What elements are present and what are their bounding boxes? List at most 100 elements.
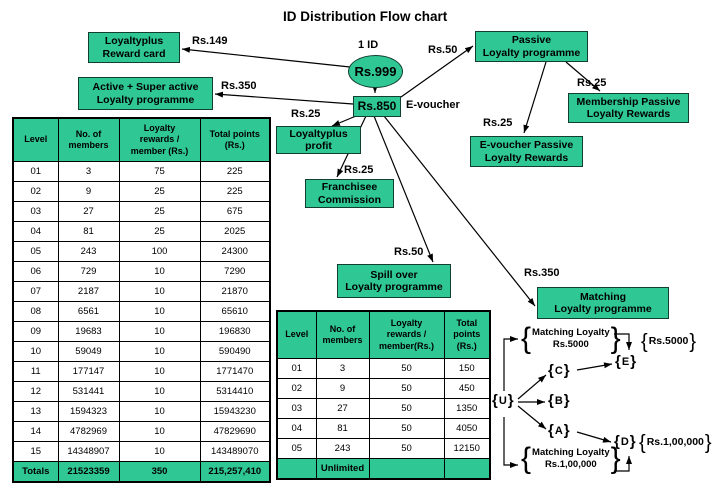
column-header: No. of members xyxy=(57,117,120,162)
edge-label-rs50-passive: Rs.50 xyxy=(428,44,458,56)
table-cell: 1771470 xyxy=(199,361,271,382)
node-u: { U } xyxy=(492,393,514,408)
right-brace: } xyxy=(629,433,636,450)
edge-label-rs350-active: Rs.350 xyxy=(221,80,257,92)
matching-loyalty-100000-group: { Matching Loyalty Rs.1,00,000 } xyxy=(520,442,622,475)
table-cell: 81 xyxy=(315,418,370,439)
box-evoucher-passive: E-voucher Passive Loyalty Rewards xyxy=(470,136,583,167)
table-cell: 225 xyxy=(199,161,271,182)
table-cell: Unlimited xyxy=(315,458,370,480)
column-header: Total points (Rs.) xyxy=(443,310,491,359)
node-b: { B } xyxy=(548,393,570,408)
left-brace: { xyxy=(521,442,532,475)
table-cell: 10 xyxy=(118,381,201,402)
table-cell: 10 xyxy=(12,341,59,362)
node-letter: E xyxy=(621,355,630,368)
label-e-voucher: E-voucher xyxy=(406,99,460,111)
table-cell: 10 xyxy=(118,361,201,382)
table-cell: 50 xyxy=(368,418,445,439)
column-header: Total points (Rs.) xyxy=(199,117,271,162)
table-cell: 4050 xyxy=(443,418,491,439)
table-cell: 81 xyxy=(57,221,120,242)
node-e: { E } xyxy=(615,354,636,369)
table-cell: 225 xyxy=(199,181,271,202)
right-brace: } xyxy=(610,322,621,355)
column-header: Level xyxy=(12,117,59,162)
box-matching-loyalty: Matching Loyalty programme xyxy=(537,287,669,319)
table-cell: 100 xyxy=(118,241,201,262)
left-brace: { xyxy=(641,331,648,353)
table-cell: 729 xyxy=(57,261,120,282)
node-letter: B xyxy=(554,394,563,407)
table-cell xyxy=(276,458,317,480)
table-cell: 47829690 xyxy=(199,421,271,442)
table-cell: 04 xyxy=(12,221,59,242)
table-cell: 19683 xyxy=(57,321,120,342)
edge-label-rs25-franchisee: Rs.25 xyxy=(344,164,374,176)
table-cell: 24300 xyxy=(199,241,271,262)
left-brace: { xyxy=(521,322,532,355)
box-loyaltyplus-profit: Loyaltyplus profit xyxy=(276,126,361,154)
rs5000-value: Rs.5000 xyxy=(648,335,689,348)
table-cell: 7290 xyxy=(199,261,271,282)
edge-label-rs25-membership: Rs.25 xyxy=(577,77,607,89)
table-cell: 215,257,410 xyxy=(199,461,271,483)
rs100000-value-group: { Rs.1,00,000 } xyxy=(638,433,713,453)
table-cell: 14 xyxy=(12,421,59,442)
table-cell: 25 xyxy=(118,201,201,222)
table-cell: Totals xyxy=(12,461,59,483)
rs5000-value-group: { Rs.5000 } xyxy=(640,331,697,353)
table-cell: 75 xyxy=(118,161,201,182)
matching-loyalty-100000-label: Matching Loyalty Rs.1,00,000 xyxy=(532,446,610,470)
table-cell: 350 xyxy=(118,461,201,483)
table-cell: 25 xyxy=(118,221,201,242)
box-passive-loyalty-programme: Passive Loyalty programme xyxy=(475,31,588,62)
table-cell: 675 xyxy=(199,201,271,222)
table-cell: 243 xyxy=(315,438,370,459)
table-cell: 2187 xyxy=(57,281,120,302)
table-cell: 04 xyxy=(276,418,317,439)
table-cell: 10 xyxy=(118,401,201,422)
table-cell: 02 xyxy=(12,181,59,202)
box-franchisee-commission: Franchisee Commission xyxy=(305,179,394,208)
table-cell: 12 xyxy=(12,381,59,402)
left-brace: { xyxy=(548,362,554,379)
right-brace: } xyxy=(563,362,570,379)
left-brace: { xyxy=(548,422,554,439)
right-brace: } xyxy=(563,392,570,409)
table-cell: 50 xyxy=(368,378,445,399)
table-cell: 10 xyxy=(118,321,201,342)
node-letter: D xyxy=(620,435,629,448)
column-header: Loyalty rewards / member (Rs.) xyxy=(118,117,201,162)
left-brace: { xyxy=(615,353,621,370)
left-brace: { xyxy=(614,433,620,450)
table-cell: 3 xyxy=(57,161,120,182)
box-spill-over: Spill over Loyalty programme xyxy=(337,264,451,298)
table-cell: 01 xyxy=(12,161,59,182)
table-cell: 10 xyxy=(118,281,201,302)
table-cell: 450 xyxy=(443,378,491,399)
